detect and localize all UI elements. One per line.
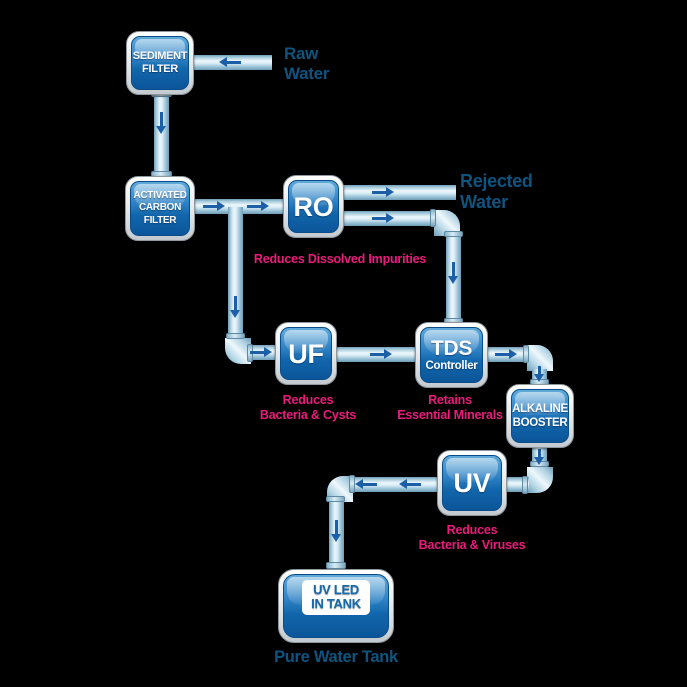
annotation-line: Essential Minerals [397, 407, 503, 422]
annotation-line: Reduces [282, 393, 334, 407]
node-uf: UF [275, 322, 337, 385]
label-line: Rejected [460, 171, 533, 191]
flow-arrow-right-icon [247, 201, 269, 212]
annotation-line: Reduces [446, 523, 498, 537]
node-label-line: FILTER [142, 63, 178, 75]
flow-arrow-right-icon [250, 347, 272, 358]
uv-led-in-tank-badge: UV LED IN TANK [302, 580, 370, 615]
node-pure-water-tank: UV LED IN TANK [278, 569, 394, 643]
flow-arrow-down-icon [230, 296, 241, 318]
elbow-into-uf [225, 338, 251, 364]
node-label-line: SEDIMENT [132, 50, 188, 62]
node-tds-controller: TDS Controller [415, 322, 488, 388]
node-ro: RO [283, 175, 344, 238]
node-activated-carbon-filter-face: ACTIVATED CARBON FILTER [130, 181, 190, 236]
flow-arrow-right-icon [372, 187, 394, 198]
label-line: Raw [284, 44, 319, 63]
node-label-line: TDS [430, 336, 473, 360]
elbow-alkaline-left [527, 467, 553, 493]
node-label-line: Controller [425, 359, 478, 372]
flow-arrow-down-icon [448, 262, 459, 284]
node-uf-face: UF [280, 327, 332, 380]
label-rejected-water: Rejected Water [460, 171, 533, 213]
node-label-line: ACTIVATED [133, 189, 187, 201]
node-tds-controller-face: TDS Controller [420, 327, 483, 383]
flow-arrow-right-icon [370, 349, 392, 360]
node-label-line: CARBON [138, 202, 182, 214]
node-label-line: UV [453, 468, 491, 498]
pipe-flange [226, 333, 245, 339]
pipe-uv-left [351, 477, 439, 492]
node-uv: UV [437, 450, 507, 516]
flow-arrow-left-icon [219, 57, 241, 68]
pipe-flange [326, 496, 345, 502]
node-label-line: FILTER [143, 214, 177, 226]
annotation-line: Retains [428, 393, 472, 407]
annotation-line: Bacteria & Viruses [418, 537, 526, 552]
pipe-tee-down-to-uf [228, 207, 243, 342]
flow-arrow-down-icon [156, 112, 167, 134]
flow-arrow-down-icon [534, 366, 545, 382]
node-label-line: IN TANK [311, 596, 361, 611]
annotation-line: Bacteria & Cysts [259, 407, 357, 422]
flow-arrow-right-icon [495, 349, 517, 360]
pipe-flange [522, 476, 528, 494]
flow-arrow-right-icon [372, 213, 394, 224]
node-activated-carbon-filter: ACTIVATED CARBON FILTER [125, 176, 195, 241]
pipe-flange [326, 562, 346, 569]
node-pure-water-tank-face: UV LED IN TANK [283, 574, 389, 638]
node-sediment-filter-face: SEDIMENT FILTER [131, 36, 189, 90]
flow-arrow-down-icon [331, 520, 342, 542]
annotation-ro: Reduces Dissolved Impurities [240, 252, 440, 267]
pipe-flange [430, 209, 436, 227]
node-alkaline-booster-face: ALKALINE BOOSTER [511, 389, 569, 443]
label-line: Water [460, 192, 508, 212]
node-label-line: RO [293, 191, 334, 222]
flow-arrow-right-icon [203, 201, 225, 212]
label-line: Water [284, 64, 330, 83]
flow-arrow-down-icon [534, 449, 545, 465]
pipe-flange [444, 231, 463, 237]
label-raw-water: Raw Water [284, 44, 329, 84]
annotation-uf: Reduces Bacteria & Cysts [228, 393, 388, 422]
node-ro-face: RO [288, 180, 339, 233]
flow-arrow-left-icon [399, 479, 421, 490]
node-label-line: UF [288, 338, 324, 369]
node-uv-face: UV [442, 455, 502, 511]
pipe-ro-rejected [342, 185, 456, 200]
pipe-flange [523, 345, 529, 363]
node-label-line: UV LED [313, 582, 359, 597]
label-pure-water-tank: Pure Water Tank [246, 648, 426, 667]
annotation-uv: Reduces Bacteria & Viruses [392, 523, 552, 552]
node-label-line: BOOSTER [512, 417, 568, 429]
node-sediment-filter: SEDIMENT FILTER [126, 31, 194, 95]
annotation-tds: Retains Essential Minerals [370, 393, 530, 422]
node-alkaline-booster: ALKALINE BOOSTER [506, 384, 574, 448]
flow-arrow-left-icon [355, 479, 377, 490]
annotation-line: Reduces Dissolved Impurities [253, 252, 427, 266]
pipe-flange [349, 475, 355, 493]
node-label-line: ALKALINE [512, 403, 568, 415]
pipe-sediment-to-carbon [154, 92, 169, 178]
label-line: Pure Water Tank [274, 648, 398, 666]
